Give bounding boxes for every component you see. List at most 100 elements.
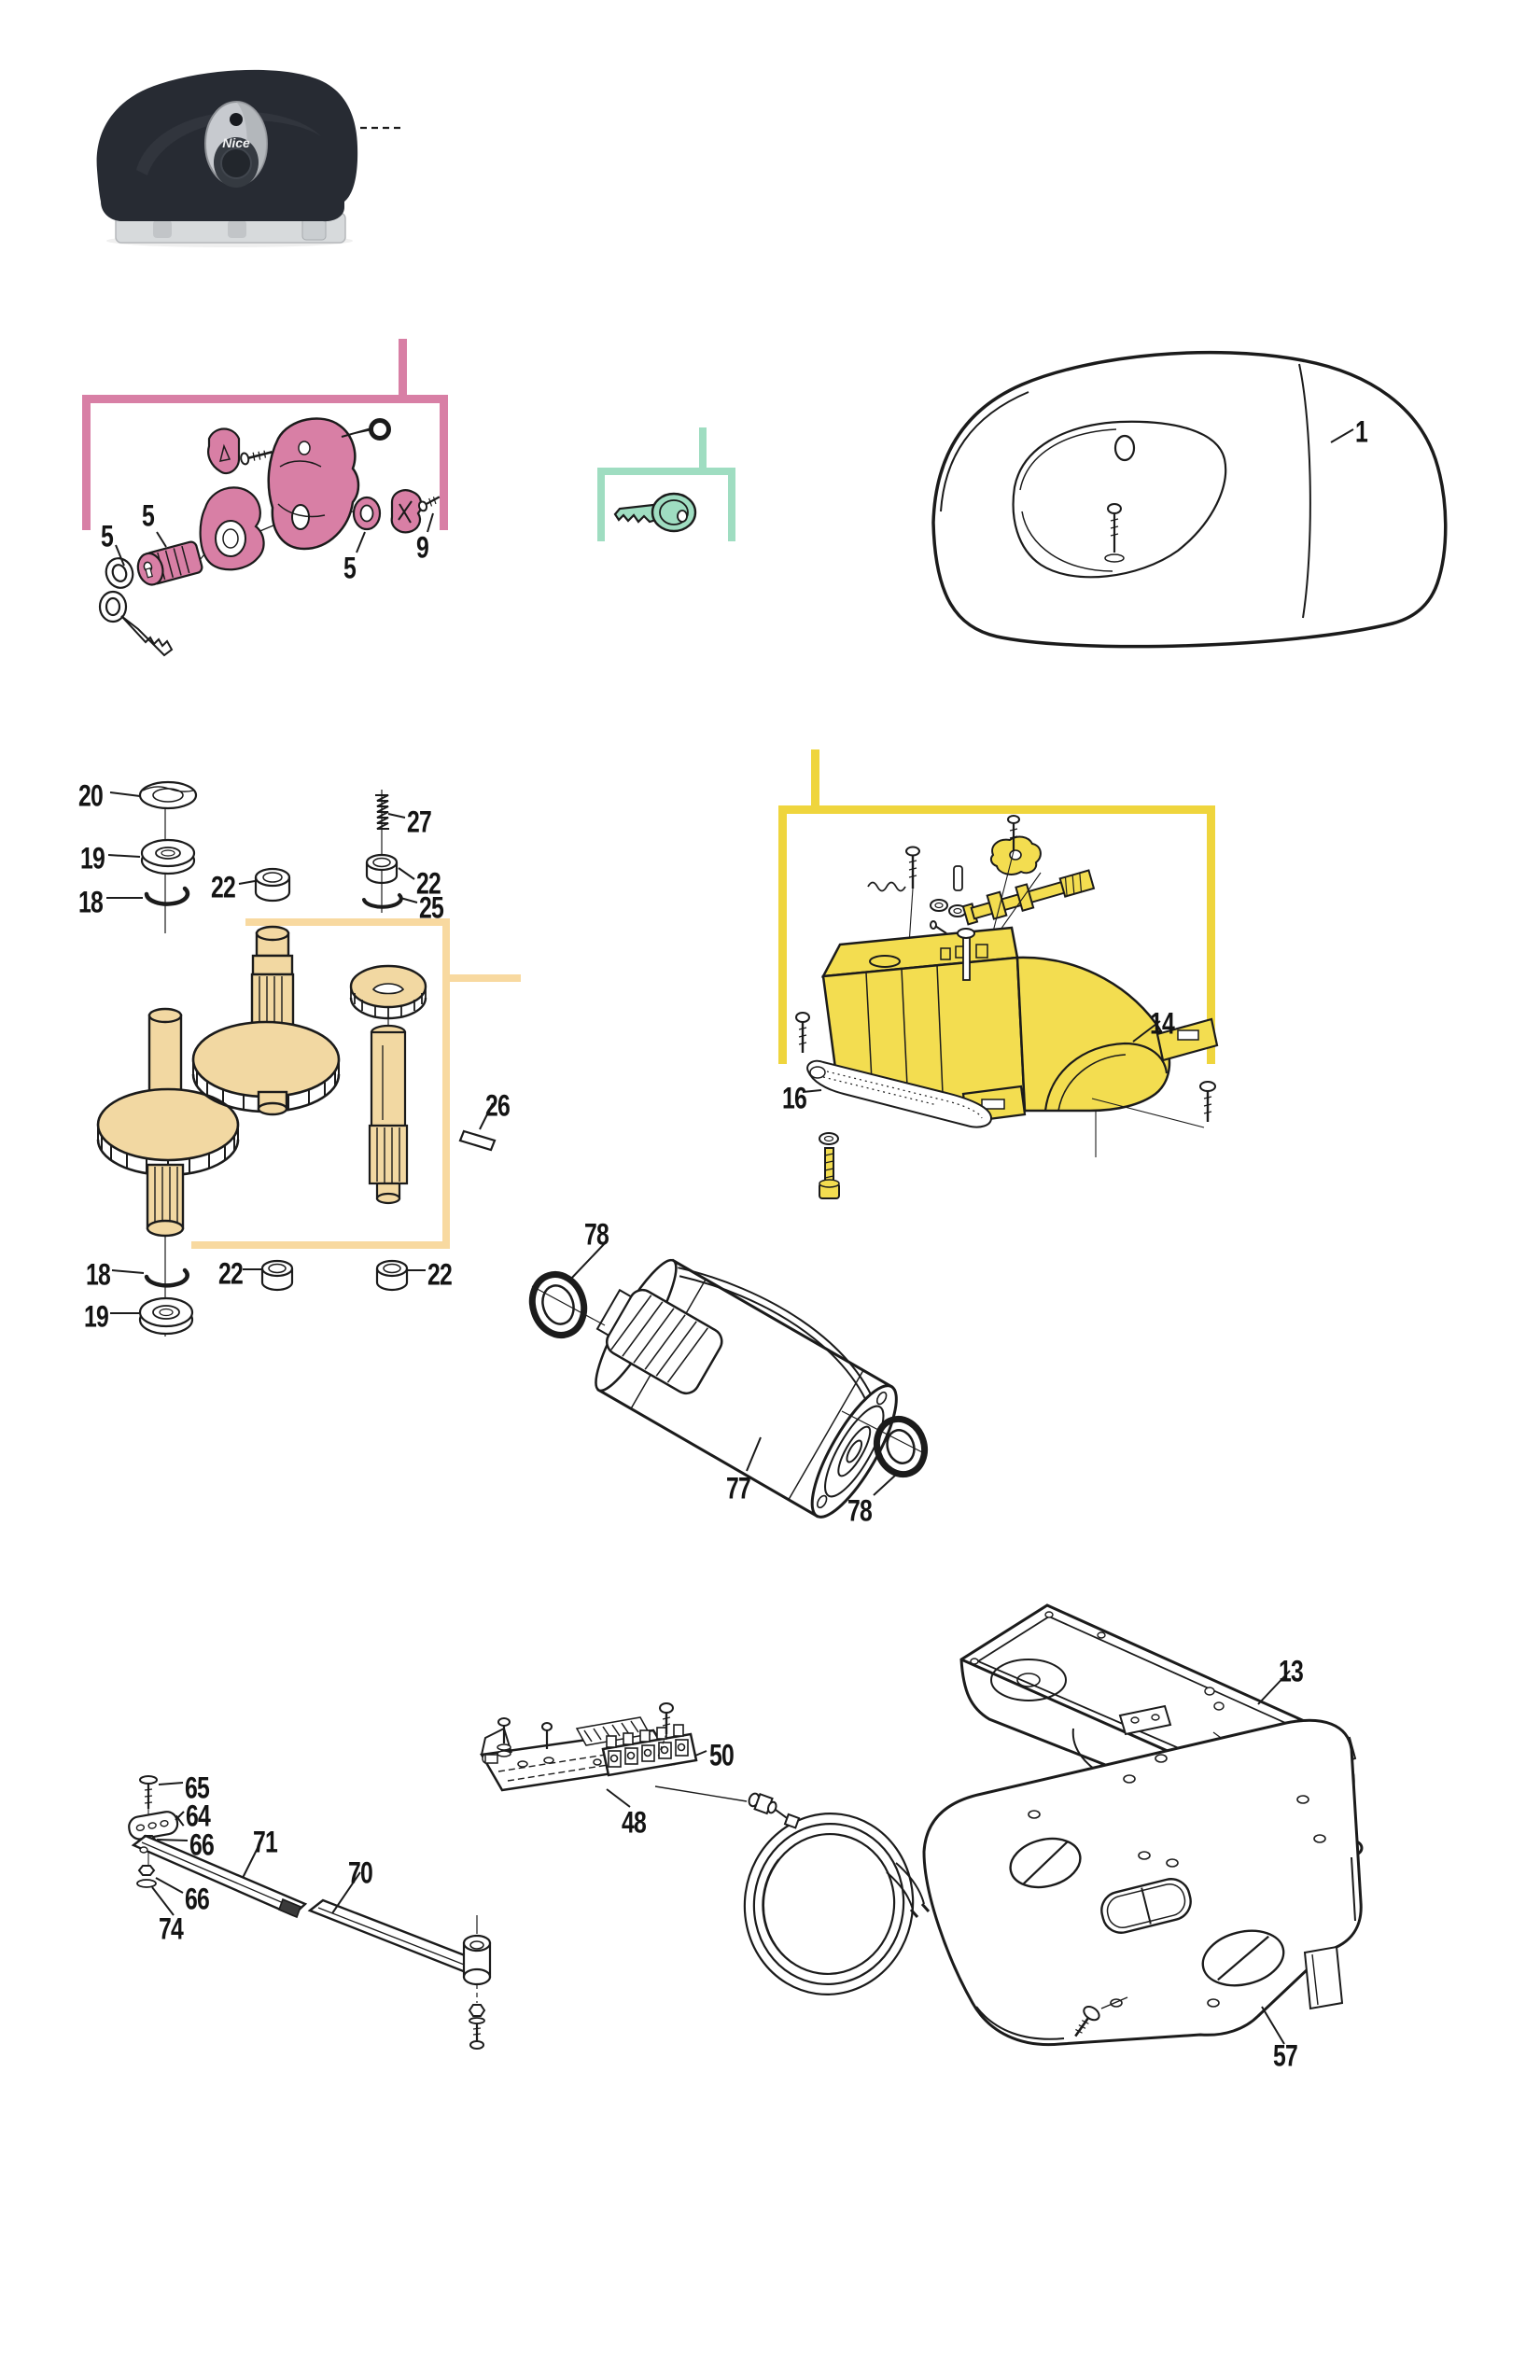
- callout-wave-washer: 20: [78, 778, 104, 813]
- callout-base-plate: 57: [1273, 2038, 1298, 2073]
- callout-bushing-b: 22: [416, 866, 441, 901]
- key-blade: [613, 503, 658, 524]
- gear-small-parts-top: [138, 780, 403, 933]
- plate-slot: [1100, 1878, 1192, 1934]
- keys-icon: [98, 557, 174, 657]
- arm-end-boss: [462, 1934, 492, 1986]
- snap-ring: [144, 886, 190, 906]
- callout-bearing-top: 19: [80, 841, 105, 875]
- wave-washer: [138, 780, 198, 810]
- callout-cover: 1: [1355, 414, 1368, 449]
- callout-leader-lines: [106, 428, 1354, 2045]
- key-highlight-bracket-teal: [597, 427, 735, 541]
- cable-wire-end: [886, 1871, 914, 1911]
- arm-nut: [468, 2004, 486, 2017]
- lock-screw: [240, 450, 273, 466]
- cable-connector: [748, 1792, 801, 1829]
- bearing: [140, 838, 196, 875]
- intermediate-gear-shaft: [191, 925, 341, 1116]
- callout-snapring-top: 18: [78, 885, 104, 919]
- lock-housing-large: [267, 417, 360, 551]
- bushing: [365, 853, 399, 885]
- gearbox-right-screw: [1199, 1081, 1216, 1122]
- callout-snapring-bottom: 18: [86, 1257, 111, 1292]
- terminal-cells: [606, 1724, 689, 1768]
- gearbox-spring: [867, 881, 906, 892]
- callout-arm-nut-a: 66: [189, 1827, 215, 1862]
- photo-base-slot: [228, 220, 246, 238]
- bearing: [138, 1296, 194, 1336]
- photo-cover-crease: [136, 111, 321, 175]
- callout-oring-left: 78: [584, 1217, 609, 1252]
- gearbox-barrel: [1015, 956, 1171, 1113]
- callout-bearing-bottom: 19: [84, 1299, 109, 1334]
- callout-bushing-c: 22: [218, 1256, 244, 1291]
- arm-washer: [136, 1879, 157, 1888]
- callout-housing: 13: [1279, 1654, 1304, 1688]
- gearbox-figure: [795, 815, 1219, 1199]
- gearbox-gasket: [806, 1059, 993, 1128]
- callout-cylinder: 5: [142, 498, 155, 533]
- callout-arm-upper: 71: [253, 1825, 278, 1859]
- arm-bracket-64: [128, 1811, 185, 1841]
- photo-base-slot: [153, 220, 172, 238]
- release-plunger: [962, 936, 971, 981]
- callout-arm-nut-b: 66: [185, 1882, 210, 1916]
- product-photo: Nice: [96, 69, 358, 247]
- callout-arm-bracket: 64: [186, 1799, 211, 1833]
- callout-spring: 27: [407, 805, 432, 839]
- shaft-key-pin: [458, 1129, 497, 1152]
- plate-small-holes: [1028, 1754, 1326, 2008]
- release-arm-figure: [128, 1775, 492, 2050]
- cover-figure: [931, 350, 1448, 649]
- plate-hole-slashed: [1009, 1837, 1082, 1889]
- photo-logo-text: Nice: [222, 135, 250, 150]
- lock-highlight-bracket-pink: [82, 339, 448, 530]
- callout-arm-washer: 74: [159, 1911, 184, 1946]
- snap-ring: [144, 1267, 189, 1288]
- callout-motor: 77: [726, 1471, 751, 1505]
- o-ring: [528, 1271, 588, 1338]
- cam-screw: [417, 496, 441, 512]
- cover-lock-recess: [1012, 420, 1227, 579]
- motor-wire: [678, 1267, 878, 1409]
- photo-release-button: [220, 147, 252, 179]
- arm-screw-65: [139, 1775, 158, 1809]
- motor-figure: [528, 1258, 929, 1519]
- gearbox-side-screw: [795, 1012, 810, 1053]
- callout-arm-lower: 70: [348, 1855, 373, 1890]
- callout-bushing-a: 22: [211, 870, 236, 904]
- gear-small-parts-bottom: [138, 1236, 409, 1337]
- spring: [375, 794, 389, 830]
- callout-arm-screw: 65: [185, 1771, 210, 1805]
- callout-bracket-48: 48: [622, 1805, 647, 1840]
- lock-shield-cap: [207, 427, 241, 475]
- lock-assembly-figure: [98, 417, 441, 657]
- callout-snapring-25: 25: [419, 890, 444, 925]
- callout-key-pin: 26: [485, 1088, 511, 1123]
- callout-gearbox: 14: [1150, 1006, 1175, 1041]
- arm-nut-66: [137, 1865, 156, 1876]
- spiral-cable-figure: [743, 1792, 931, 1995]
- lock-cam: [390, 489, 423, 534]
- callout-keys: 5: [101, 519, 114, 553]
- snap-ring: [362, 893, 403, 909]
- o-ring: [873, 1415, 929, 1478]
- pinion-gear-shaft: [349, 964, 427, 1205]
- key-bow: [651, 492, 697, 533]
- motor-wire: [679, 1275, 872, 1412]
- lock-cylinder: [136, 540, 203, 586]
- plate-flange: [1303, 1945, 1344, 2010]
- callout-cam-screw: 9: [416, 530, 429, 565]
- photo-lock-hole: [230, 113, 243, 126]
- key-figure: [613, 492, 697, 533]
- gearbox-washers: [930, 899, 967, 934]
- clamp-screw: [1007, 815, 1020, 851]
- callout-bushing-d: 22: [427, 1257, 453, 1292]
- photo-lock-shade: [236, 102, 267, 186]
- plate-screw: [1074, 2005, 1100, 2037]
- gasket-bolt: [819, 1147, 840, 1199]
- worm-drive-shaft: [961, 869, 1096, 926]
- callout-oring-right: 78: [847, 1493, 873, 1528]
